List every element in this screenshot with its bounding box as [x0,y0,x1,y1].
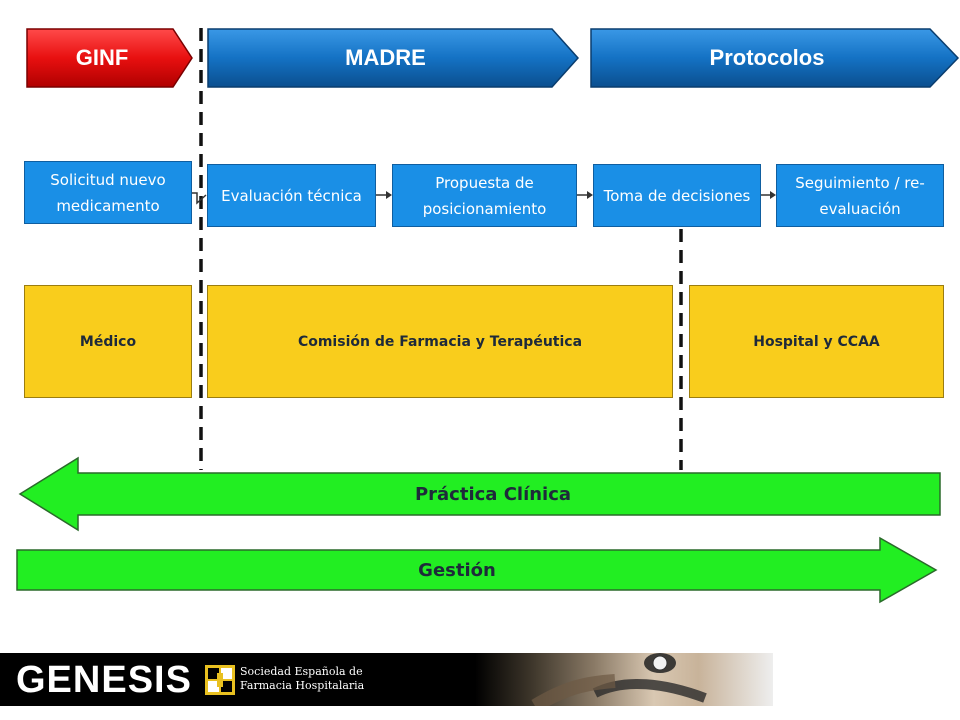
connector-1-2 [192,192,207,205]
connector-4-5-head [770,191,776,199]
step-propuesta-posicionamiento: Propuesta de posicionamiento [392,164,577,227]
actor-hospital-ccaa: Hospital y CCAA [689,285,944,398]
connector-2-3-head [386,191,392,199]
footer-banner: GENESIS Sociedad Española de Farmacia Ho… [0,653,773,706]
blood-pressure-photo [475,653,773,706]
stage-madre-label: MADRE [345,45,426,70]
sphygmomanometer-icon [531,653,707,706]
sfh-line-2: Farmacia Hospitalaria [240,679,365,692]
gestion-arrow [16,536,938,604]
gestion-label: Gestión [418,559,496,581]
step-solicitud-nuevo-medicamento: Solicitud nuevo medicamento [24,161,192,224]
practica-clinica-label: Práctica Clínica [414,483,572,505]
step-toma-de-decisiones: Toma de decisiones [593,164,761,227]
madre-chevron [207,28,580,88]
step-seguimiento-reevaluacion: Seguimiento / re-evaluación [776,164,944,227]
sfh-line-1: Sociedad Española de [240,665,363,678]
stage-ginf-label: GINF [75,45,129,70]
actor-medico: Médico [24,285,192,398]
sfh-society-name: Sociedad Española de Farmacia Hospitalar… [240,665,364,693]
genesis-logo-text: GENESIS [16,659,192,701]
actor-comision-farmacia: Comisión de Farmacia y Terapéutica [207,285,673,398]
protocolos-chevron [590,28,960,88]
ginf-chevron [26,28,193,88]
practica-clinica-arrow [18,456,941,532]
connector-3-4-head [587,191,593,199]
step-evaluacion-tecnica: Evaluación técnica [207,164,376,227]
stage-protocolos-label: Protocolos [709,45,825,70]
sfh-emblem-icon [205,665,235,695]
